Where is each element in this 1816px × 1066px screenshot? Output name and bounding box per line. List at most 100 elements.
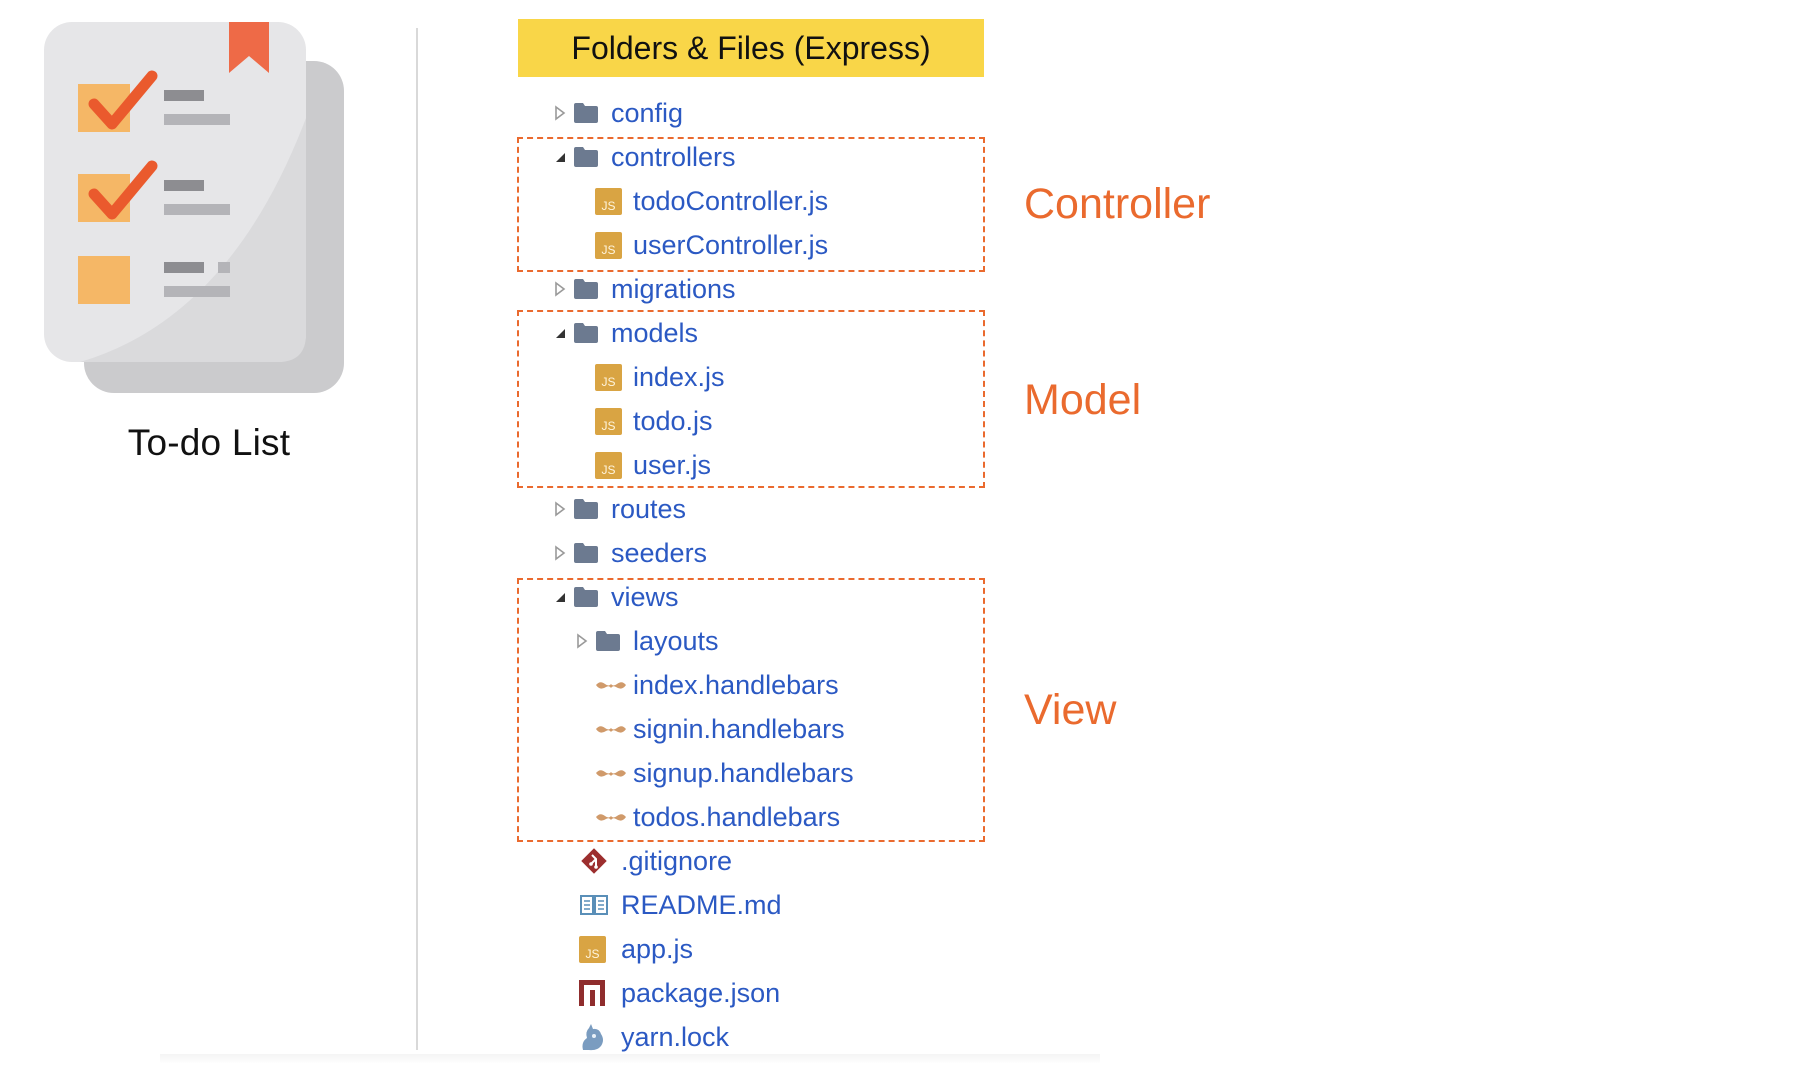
folder-icon (573, 91, 607, 135)
tree-item-label: app.js (621, 933, 694, 964)
page-fold-shade (80, 118, 306, 362)
tree-item-label: routes (611, 493, 687, 524)
model-group-label: Model (1024, 376, 1142, 424)
vertical-divider (416, 28, 418, 1050)
todo-list-illustration (44, 22, 344, 393)
tree-file-row[interactable]: JS todoController.js (569, 179, 828, 223)
tree-file-row[interactable]: README.md (547, 883, 782, 927)
tree-folder-row[interactable]: controllers (547, 135, 736, 179)
folder-icon (595, 619, 629, 663)
line-3a (164, 262, 204, 273)
folder-icon (573, 311, 607, 355)
tree-item-label: package.json (621, 977, 781, 1008)
tree-item-label: userController.js (633, 229, 829, 260)
tree-item-label: todoController.js (633, 185, 829, 216)
tree-item-label: user.js (633, 449, 712, 480)
twisty-spacer (569, 355, 595, 399)
tree-file-row[interactable]: todos.handlebars (569, 795, 840, 839)
tree-folder-row[interactable]: layouts (569, 619, 719, 663)
controller-group-label: Controller (1024, 180, 1211, 228)
checkmark-2-icon (88, 160, 158, 220)
tree-file-row[interactable]: JS app.js (547, 927, 693, 971)
tree-item-label: config (611, 97, 684, 128)
line-2b (164, 204, 230, 215)
twisty-spacer (569, 795, 595, 839)
caret-expanded-icon[interactable] (547, 311, 573, 355)
twisty-spacer (569, 663, 595, 707)
tree-item-label: seeders (611, 537, 708, 568)
folder-icon (573, 531, 607, 575)
tree-file-row[interactable]: signin.handlebars (569, 707, 845, 751)
npm-icon (547, 971, 613, 1015)
line-1b (164, 114, 230, 125)
line-3c (218, 262, 230, 273)
svg-text:JS: JS (601, 419, 615, 433)
tree-item-label: index.handlebars (633, 669, 839, 700)
tree-item-label: layouts (633, 625, 719, 656)
twisty-spacer (569, 399, 595, 443)
caret-collapsed-icon[interactable] (569, 619, 595, 663)
handlebars-file-icon (595, 751, 629, 795)
yarn-icon (547, 1015, 613, 1059)
twisty-spacer (569, 443, 595, 487)
view-group-label: View (1024, 686, 1117, 734)
folder-icon (573, 267, 607, 311)
tree-file-row[interactable]: yarn.lock (547, 1015, 729, 1059)
javascript-file-icon: JS (595, 223, 629, 267)
javascript-file-icon: JS (595, 443, 629, 487)
twisty-spacer (569, 223, 595, 267)
checkbox-3 (78, 256, 130, 304)
line-2a (164, 180, 204, 191)
tree-folder-row[interactable]: views (547, 575, 679, 619)
caret-expanded-icon[interactable] (547, 135, 573, 179)
bottom-shadow (160, 1054, 1100, 1064)
caret-collapsed-icon[interactable] (547, 487, 573, 531)
tree-file-row[interactable]: JS todo.js (569, 399, 713, 443)
tree-file-row[interactable]: JS user.js (569, 443, 711, 487)
folder-icon (573, 487, 607, 531)
tree-item-label: index.js (633, 361, 725, 392)
twisty-spacer (569, 707, 595, 751)
tree-item-label: controllers (611, 141, 736, 172)
folder-icon (573, 135, 607, 179)
tree-file-row[interactable]: .gitignore (547, 839, 732, 883)
view-group-box (517, 578, 985, 842)
controller-group-box (517, 137, 985, 272)
tree-header-title: Folders & Files (Express) (518, 19, 984, 77)
tree-folder-row[interactable]: seeders (547, 531, 707, 575)
tree-file-row[interactable]: package.json (547, 971, 780, 1015)
tree-item-label: models (611, 317, 699, 348)
javascript-file-icon: JS (595, 355, 629, 399)
tree-file-row[interactable]: signup.handlebars (569, 751, 854, 795)
svg-text:JS: JS (585, 947, 599, 961)
twisty-spacer (569, 179, 595, 223)
folder-icon (573, 575, 607, 619)
tree-file-row[interactable]: JS index.js (569, 355, 725, 399)
svg-text:JS: JS (601, 243, 615, 257)
tree-folder-row[interactable]: routes (547, 487, 686, 531)
caret-collapsed-icon[interactable] (547, 267, 573, 311)
tree-file-row[interactable]: index.handlebars (569, 663, 839, 707)
tree-item-label: todo.js (633, 405, 713, 436)
caret-collapsed-icon[interactable] (547, 91, 573, 135)
caret-collapsed-icon[interactable] (547, 531, 573, 575)
caret-expanded-icon[interactable] (547, 575, 573, 619)
tree-folder-row[interactable]: models (547, 311, 698, 355)
tree-folder-row[interactable]: migrations (547, 267, 736, 311)
tree-item-label: README.md (621, 889, 782, 920)
git-icon (547, 839, 613, 883)
model-group-box (517, 310, 985, 488)
svg-text:JS: JS (601, 463, 615, 477)
javascript-file-icon: JS (595, 179, 629, 223)
bookmark-icon (229, 22, 269, 73)
javascript-file-icon: JS (595, 399, 629, 443)
handlebars-file-icon (595, 707, 629, 751)
svg-text:JS: JS (601, 375, 615, 389)
tree-item-label: signup.handlebars (633, 757, 854, 788)
svg-text:JS: JS (601, 199, 615, 213)
tree-item-label: migrations (611, 273, 736, 304)
twisty-spacer (569, 751, 595, 795)
tree-folder-row[interactable]: config (547, 91, 683, 135)
tree-file-row[interactable]: JS userController.js (569, 223, 828, 267)
